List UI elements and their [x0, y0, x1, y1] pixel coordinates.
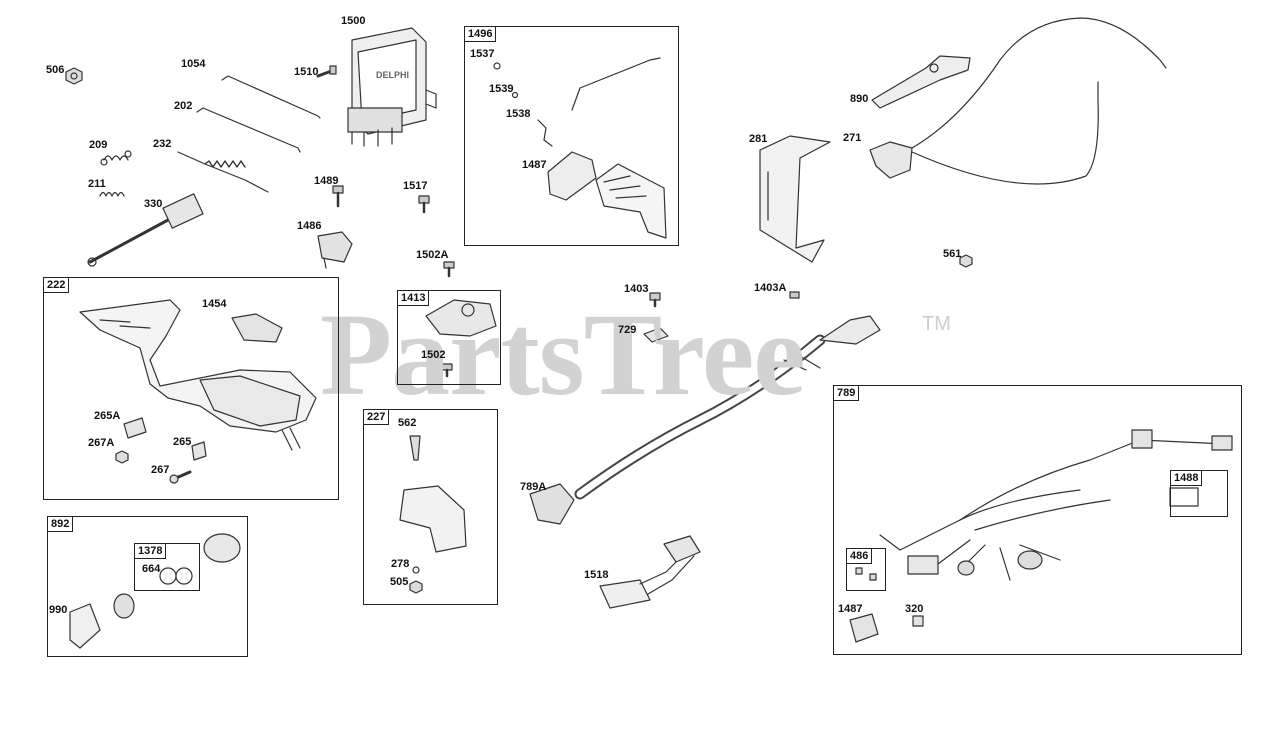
part-label-1054[interactable]: 1054 [181, 58, 206, 70]
part-label-330[interactable]: 330 [144, 198, 163, 210]
part-label-1487-upper[interactable]: 1487 [522, 159, 547, 171]
part-1413-assembly-drawing [425, 299, 497, 337]
part-label-561[interactable]: 561 [943, 248, 962, 260]
part-label-267[interactable]: 267 [151, 464, 170, 476]
part-267-bolt-drawing [169, 470, 192, 484]
assembly-tag-1488[interactable]: 1488 [1170, 470, 1203, 486]
part-209-spring-drawing [100, 150, 132, 166]
part-267A-nut-drawing [115, 450, 129, 464]
part-330-sensor-drawing [87, 193, 204, 267]
part-label-1489[interactable]: 1489 [314, 175, 339, 187]
assembly-tag-222[interactable]: 222 [43, 277, 70, 293]
partstree-watermark: PartsTree [320, 289, 806, 420]
part-label-271[interactable]: 271 [843, 132, 862, 144]
part-271-cable-drawing [869, 17, 1167, 185]
part-1502-screw-drawing [441, 363, 453, 378]
part-label-890[interactable]: 890 [850, 93, 869, 105]
part-729-clip-drawing [643, 327, 669, 343]
part-202-rod-drawing [196, 107, 301, 153]
part-label-789A[interactable]: 789A [520, 481, 547, 493]
assembly-box-1378: 1378 [134, 543, 200, 591]
part-1054-rod-drawing [221, 75, 321, 119]
part-label-281[interactable]: 281 [749, 133, 768, 145]
part-label-267A[interactable]: 267A [88, 437, 115, 449]
part-label-1539[interactable]: 1539 [489, 83, 514, 95]
part-label-1537[interactable]: 1537 [470, 48, 495, 60]
part-label-1502A[interactable]: 1502A [416, 249, 449, 261]
part-1403-bolt-drawing [649, 292, 661, 308]
part-320-terminal-drawing [912, 615, 924, 627]
assembly-box-486: 486 [846, 548, 886, 591]
assembly-tag-892[interactable]: 892 [47, 516, 74, 532]
part-label-1517[interactable]: 1517 [403, 180, 428, 192]
part-227-assembly-drawing [399, 435, 467, 594]
part-222-assembly-drawing [79, 299, 317, 451]
assembly-tag-1378[interactable]: 1378 [134, 543, 167, 559]
part-281-bracket-drawing [759, 135, 831, 263]
part-1403A-bolt-drawing [789, 291, 800, 299]
part-label-990[interactable]: 990 [49, 604, 68, 616]
part-1502A-screw-drawing [443, 261, 455, 278]
assembly-tag-227[interactable]: 227 [363, 409, 390, 425]
part-label-278[interactable]: 278 [391, 558, 410, 570]
part-890-bracket-drawing [871, 55, 971, 109]
part-1486-connector-drawing [317, 231, 353, 269]
assembly-box-227: 227 [363, 409, 498, 605]
part-label-1454[interactable]: 1454 [202, 298, 227, 310]
part-label-562[interactable]: 562 [398, 417, 417, 429]
part-label-1510[interactable]: 1510 [294, 66, 319, 78]
part-label-506[interactable]: 506 [46, 64, 65, 76]
part-265A-bracket-drawing [123, 417, 147, 439]
part-486-terminal-drawing [855, 567, 877, 581]
part-label-1538[interactable]: 1538 [506, 108, 531, 120]
assembly-box-1413: 1413 [397, 290, 501, 385]
part-label-265A[interactable]: 265A [94, 410, 121, 422]
part-label-202[interactable]: 202 [174, 100, 193, 112]
trademark-symbol: TM [922, 313, 951, 335]
part-1496-assembly-drawing [493, 57, 667, 239]
part-211-spring-drawing [99, 191, 125, 197]
module-brand-text: DELPHI [376, 70, 410, 80]
part-506-nut-drawing [65, 67, 83, 85]
assembly-box-789: 789 [833, 385, 1242, 655]
part-789A-harness-drawing [529, 315, 881, 525]
part-label-1518[interactable]: 1518 [584, 569, 609, 581]
part-561-nut-drawing [959, 254, 973, 268]
part-label-265[interactable]: 265 [173, 436, 192, 448]
part-789-harness-drawing [879, 429, 1233, 581]
part-label-1403A[interactable]: 1403A [754, 282, 787, 294]
part-label-1403[interactable]: 1403 [624, 283, 649, 295]
part-1500-ecu-module-drawing [347, 27, 437, 147]
assembly-box-1488: 1488 [1170, 470, 1228, 517]
assembly-tag-486[interactable]: 486 [846, 548, 873, 564]
part-label-1487-lower[interactable]: 1487 [838, 603, 863, 615]
part-1489-bolt-drawing [332, 185, 344, 208]
part-892-assembly-drawing [69, 533, 241, 649]
part-232-spring-drawing [177, 151, 269, 193]
assembly-box-222: 222 [43, 277, 339, 500]
part-label-211[interactable]: 211 [88, 178, 106, 190]
assembly-tag-789[interactable]: 789 [833, 385, 860, 401]
part-label-1486[interactable]: 1486 [297, 220, 322, 232]
part-1487-connector-drawing [849, 613, 879, 643]
part-label-1502[interactable]: 1502 [421, 349, 446, 361]
part-label-320[interactable]: 320 [905, 603, 924, 615]
part-label-729[interactable]: 729 [618, 324, 637, 336]
part-1518-connector-drawing [599, 535, 701, 609]
assembly-tag-1496[interactable]: 1496 [464, 26, 497, 42]
part-label-505[interactable]: 505 [390, 576, 409, 588]
assembly-box-892: 892 [47, 516, 248, 657]
assembly-tag-1413[interactable]: 1413 [397, 290, 430, 306]
part-label-232[interactable]: 232 [153, 138, 172, 150]
part-1517-screw-drawing [418, 195, 430, 214]
part-1510-bolt-drawing [316, 65, 337, 78]
part-265-bracket-drawing [191, 441, 207, 461]
part-label-664[interactable]: 664 [142, 563, 161, 575]
part-label-1500[interactable]: 1500 [341, 15, 366, 27]
part-label-209[interactable]: 209 [89, 139, 108, 151]
assembly-box-1496: 1496 [464, 26, 679, 246]
